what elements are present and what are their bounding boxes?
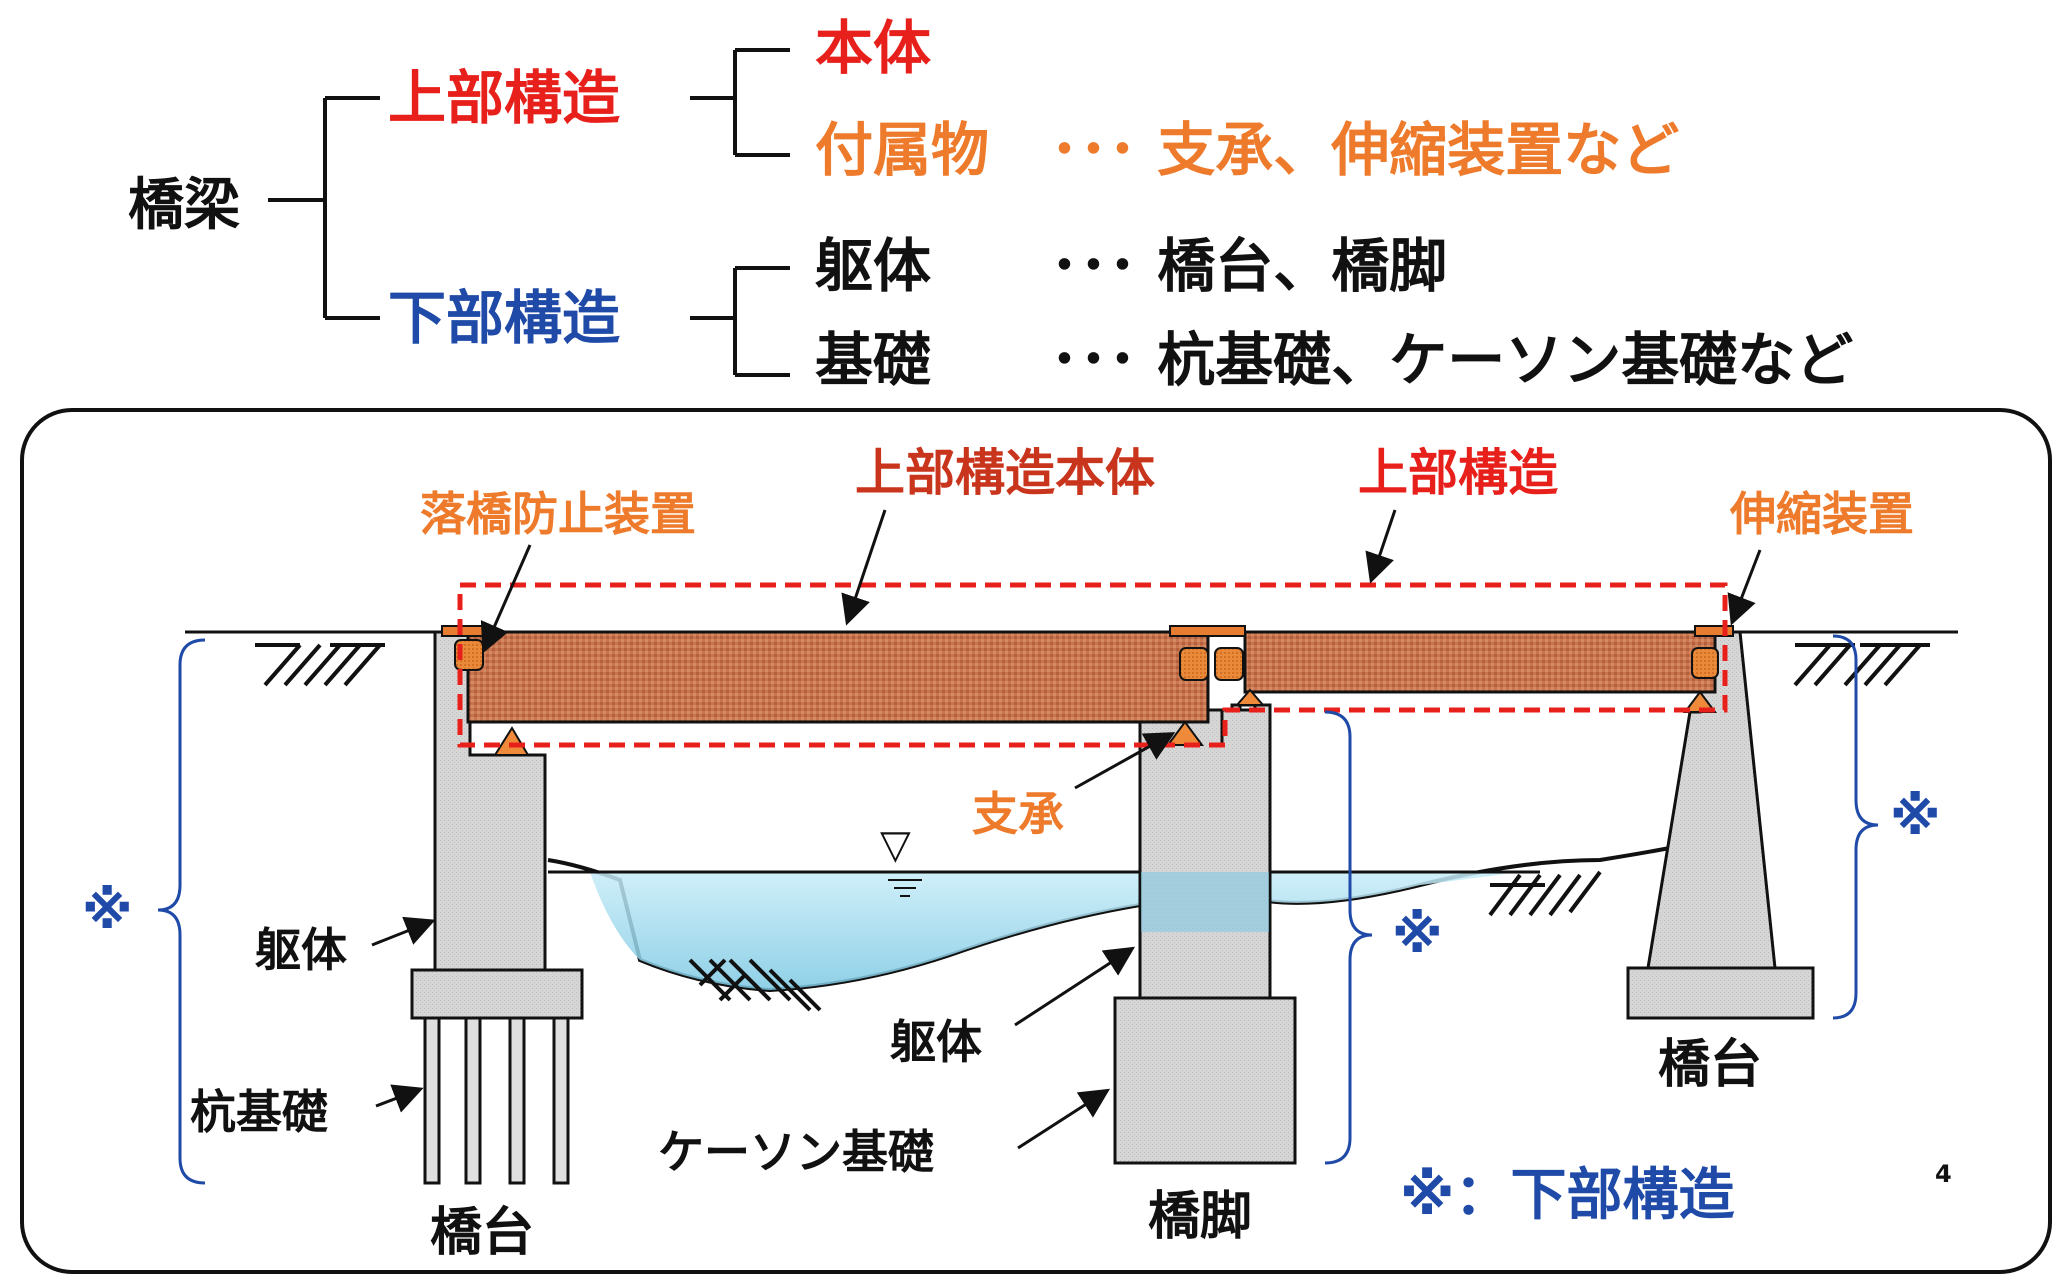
water-body (590, 872, 1520, 990)
ground: ▽ (185, 630, 1958, 1012)
label-unseating-prevention: 落橋防止装置 (420, 487, 696, 541)
upper-item-accessories-detail: ･･･ 支承、伸縮装置など (1050, 116, 1679, 184)
girder-right (1243, 630, 1717, 694)
hatch-right-slope (1488, 870, 1602, 917)
label-pier: 橋脚 (1148, 1187, 1252, 1247)
page-number: 4 (1935, 1160, 1952, 1188)
bearing-left (493, 726, 530, 756)
bearing-pier-right (1234, 688, 1266, 706)
pile-4 (552, 1016, 570, 1185)
right-abutment-footing (1626, 966, 1815, 1020)
girder-left (466, 630, 1210, 724)
pile-3 (508, 1016, 526, 1185)
arrow-body-pier (1014, 946, 1136, 1027)
piles (423, 1016, 570, 1185)
pier-water-overlay (1141, 872, 1269, 932)
expansion-joint-pier (1169, 625, 1246, 637)
arrow-superstructure-body (841, 509, 887, 626)
diagram-frame (20, 408, 2052, 1274)
upper-item-accessories: 付属物 (815, 116, 989, 184)
arrow-caisson (1017, 1088, 1111, 1150)
pier (1113, 703, 1297, 1165)
label-abutment-left: 橋台 (430, 1203, 534, 1263)
brace-pier (1324, 710, 1373, 1165)
upper-item-body: 本体 (815, 14, 931, 82)
label-body-pier: 躯体 (890, 1015, 982, 1069)
lower-item-body: 躯体 (815, 232, 931, 300)
legend-substructure: ※：下部構造 (1400, 1163, 1734, 1228)
mark-pier: ※ (1392, 905, 1443, 965)
unseating-device-pier-1 (1179, 647, 1209, 681)
hatch-river-left (688, 958, 822, 1012)
superstructure-dashed-outline (457, 582, 1728, 748)
arrow-bearing (1074, 732, 1176, 790)
arrow-superstructure (1365, 509, 1397, 584)
water-level-mark: ▽ (880, 822, 911, 868)
label-superstructure: 上部構造 (1358, 444, 1558, 502)
caisson-foundation (1113, 996, 1297, 1165)
unseating-device-pier-2 (1214, 647, 1244, 681)
tree-bracket-root (268, 96, 380, 320)
root-label: 橋梁 (128, 173, 240, 238)
pile-1 (423, 1016, 441, 1185)
diagram-labels: 上部構造本体 上部構造 落橋防止装置 伸縮装置 支承 躯体 杭基礎 橋台 躯体 … (190, 444, 1914, 1263)
right-abutment (1626, 630, 1815, 1020)
arrow-pile-foundation (375, 1084, 424, 1113)
mark-left: ※ (82, 881, 133, 941)
arrow-body-left (371, 916, 436, 947)
lower-item-foundation: 基礎 (815, 326, 931, 394)
lower-item-body-detail: ･･･ 橋台、橋脚 (1050, 232, 1447, 300)
label-pile-foundation: 杭基礎 (190, 1085, 328, 1139)
leader-arrows (371, 509, 1762, 1150)
label-expansion-joint: 伸縮装置 (1729, 487, 1914, 541)
arrow-expansion-joint (1727, 549, 1762, 626)
left-abutment (410, 630, 584, 1185)
label-superstructure-body: 上部構造本体 (855, 444, 1155, 502)
hatch-left (255, 643, 385, 687)
label-bearing: 支承 (972, 787, 1064, 841)
water-level-ticks (888, 879, 922, 897)
substructure-marks: ※ ※ ※ (82, 787, 1941, 965)
label-caisson-foundation: ケーソン基礎 (658, 1125, 934, 1179)
label-abutment-right: 橋台 (1658, 1035, 1762, 1095)
expansion-joint-right (1694, 625, 1734, 637)
unseating-device-right (1691, 647, 1719, 679)
left-abutment-footing (410, 968, 584, 1020)
arrow-unseating-prevention (480, 544, 532, 654)
label-body-left: 躯体 (255, 923, 347, 977)
mark-right: ※ (1890, 787, 1941, 847)
upper-structure-label: 上部構造 (388, 64, 620, 132)
tree-bracket-upper (690, 48, 790, 157)
substructure-braces (157, 634, 1879, 1185)
hatch-right-top (1793, 643, 1930, 687)
superstructure (441, 582, 1734, 756)
brace-right (1832, 634, 1879, 1020)
pier-body (1138, 703, 1272, 1000)
tree-bracket-lower (690, 266, 790, 377)
brace-left (157, 638, 206, 1185)
classification-tree: 橋梁 上部構造 下部構造 本体 付属物 ･･･ 支承、伸縮装置など 躯体 ･･･… (128, 14, 1853, 394)
expansion-joint-left (441, 625, 485, 637)
lower-item-foundation-detail: ･･･ 杭基礎、ケーソン基礎など (1050, 326, 1853, 394)
lower-structure-label: 下部構造 (388, 284, 620, 352)
pile-2 (464, 1016, 482, 1185)
